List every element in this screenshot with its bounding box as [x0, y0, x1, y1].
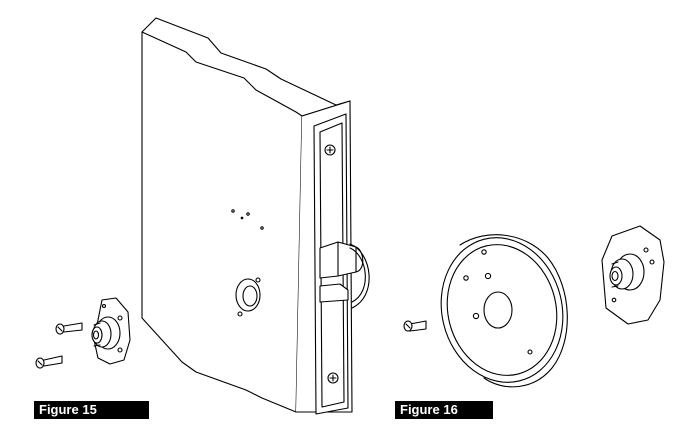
fig16-mounting-plate [601, 225, 665, 325]
figure-16-label: Figure 16 [395, 401, 493, 419]
fig15-mounting-plate [91, 297, 131, 365]
fig15-screw-upper [55, 322, 83, 335]
fig16-rose [440, 234, 568, 388]
figure-15-label: Figure 15 [34, 401, 149, 419]
fig16-screw [403, 320, 427, 332]
fig15-screw-lower [35, 355, 63, 369]
door-section [141, 17, 370, 415]
